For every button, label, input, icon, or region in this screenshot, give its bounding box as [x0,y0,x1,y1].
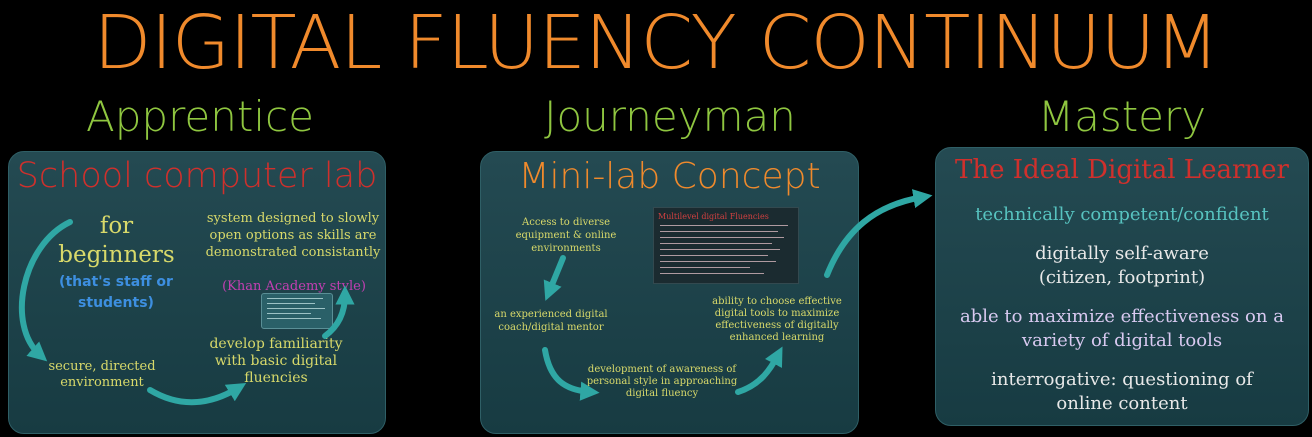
develop-text: develop familiarity with basic digital f… [209,336,343,386]
journeyman-heading: Mini-lab Concept [518,156,821,197]
arrow-develop-to-system [322,285,355,339]
khan-thumbnail [261,293,333,329]
arrow-access-to-coach [543,255,566,301]
awareness-text: development of awareness of personal sty… [586,364,738,399]
arrow-to-mastery [824,189,933,278]
page-title: DIGITAL FLUENCY CONTINUUM [93,0,1219,86]
multilevel-title: Multilevel digital Fluencies [658,212,769,221]
mastery-item-interrogative: interrogative: questioning of online con… [991,369,1253,414]
coach-text: an experienced digital coach/digital men… [494,309,608,333]
stage-label-apprentice: Apprentice [86,92,314,141]
system-text: system designed to slowly open options a… [205,211,381,260]
journeyman-panel: Mini-lab Concept Access to diverse equip… [480,151,859,434]
khan-text: (Khan Academy style) [222,279,366,294]
mastery-heading: The Ideal Digital Learner [955,155,1289,185]
audience-text: (that's staff or students) [59,274,173,311]
mastery-item-competent: technically competent/confident [975,204,1269,225]
stage-label-mastery: Mastery [1037,92,1207,141]
arrow-secure-to-develop [147,383,247,406]
apprentice-panel: School computer lab for beginners (that'… [8,151,386,434]
mastery-panel: The Ideal Digital Learner technically co… [935,147,1309,426]
mastery-item-self-aware: digitally self-aware (citizen, footprint… [1035,243,1209,288]
arrow-coach-to-awareness [542,347,600,401]
arrow-awareness-to-choose [735,346,783,395]
secure-text: secure, directed environment [48,359,156,390]
arrow-beginners-to-secure [18,219,73,362]
apprentice-heading: School computer lab [16,156,378,196]
choose-text: ability to choose effective digital tool… [712,296,842,343]
access-text: Access to diverse equipment & online env… [515,217,617,254]
mastery-item-maximize: able to maximize effectiveness on a vari… [960,306,1284,351]
stage-label-journeyman: Journeyman [544,92,796,141]
multilevel-box: Multilevel digital Fluencies [653,207,799,284]
for-beginners-text: for beginners [58,213,175,268]
